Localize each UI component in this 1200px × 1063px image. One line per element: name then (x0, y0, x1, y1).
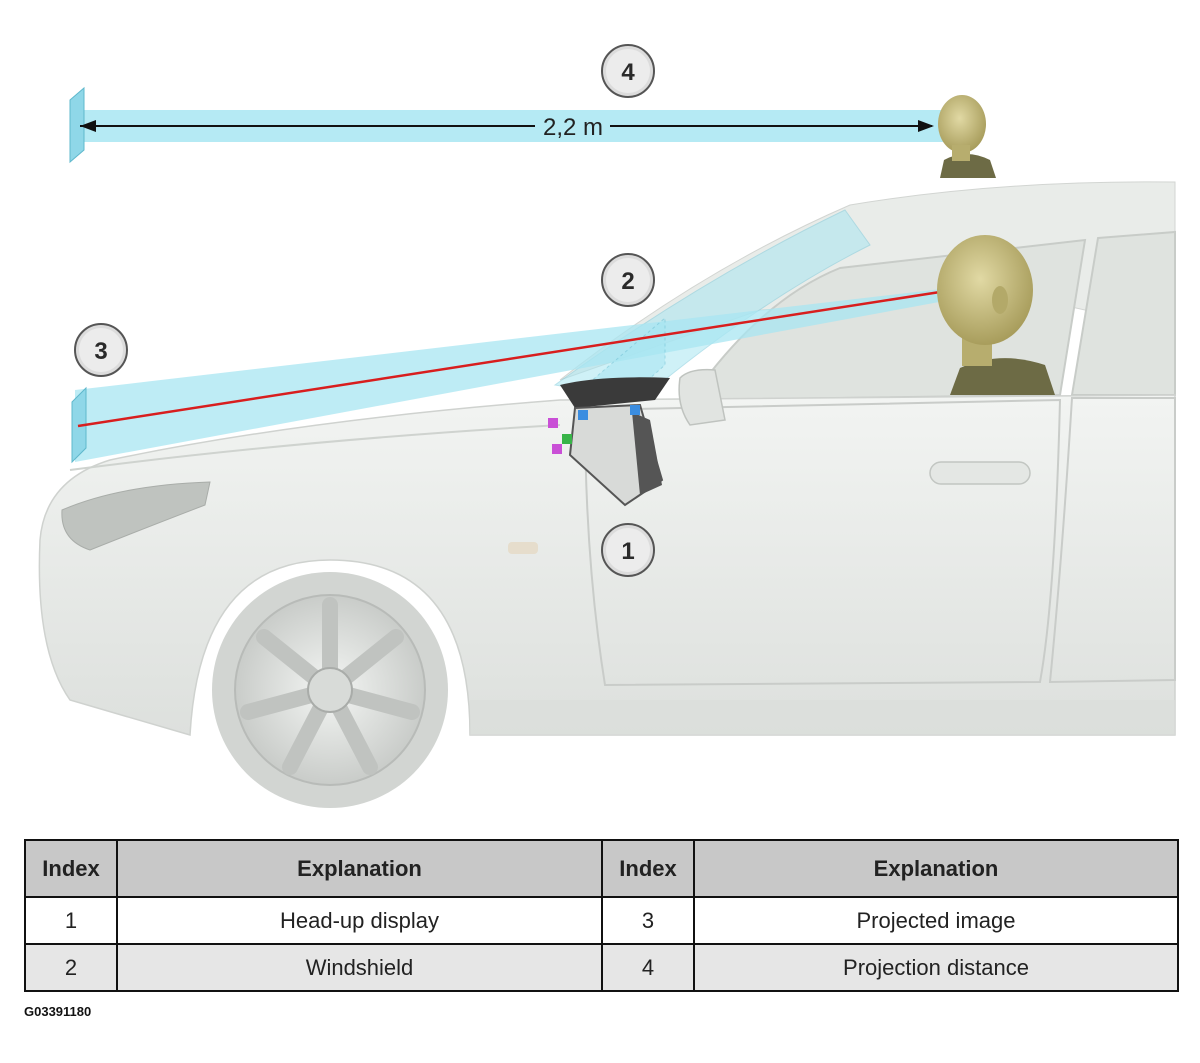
virtual-image-plane-top (69, 86, 85, 164)
legend-header-index-1: Index (24, 839, 118, 898)
head-up-display-unit (548, 377, 670, 507)
table-row: 2 Windshield 4 Projection distance (24, 943, 1179, 992)
legend-explanation-cell: Head-up display (116, 896, 603, 945)
callout-3: 3 (74, 323, 128, 377)
callout-1-label: 1 (621, 538, 634, 565)
legend-index-cell: 4 (601, 943, 695, 992)
car-sill (470, 700, 1175, 735)
front-wheel (212, 572, 448, 808)
arrowhead-right (918, 120, 934, 132)
table-row: 1 Head-up display 3 Projected image (24, 896, 1179, 945)
hood-crease (69, 424, 561, 471)
legend-header-index-2: Index (601, 839, 695, 898)
distance-label: 2,2 m (543, 114, 603, 141)
legend-explanation-cell: Windshield (116, 943, 603, 992)
legend-explanation-cell: Projection distance (693, 943, 1179, 992)
legend-index-cell: 1 (24, 896, 118, 945)
legend-explanation-cell: Projected image (693, 896, 1179, 945)
arrowhead-left (80, 120, 96, 132)
distance-illustration: 2,2 m (69, 86, 996, 178)
projection-beam (75, 288, 950, 462)
door-handle (929, 461, 1031, 485)
driver-figure (937, 235, 1055, 395)
legend-header-row: Index Explanation Index Explanation (24, 839, 1179, 898)
legend-index-cell: 2 (24, 943, 118, 992)
viewer-head-top (938, 95, 996, 178)
hud-projection-diagram: 2,2 m (38, 44, 1176, 808)
figure-id: G03391180 (24, 1004, 92, 1019)
callout-1: 1 (601, 523, 655, 577)
side-indicator (508, 542, 538, 554)
callout-4: 4 (601, 44, 655, 98)
front-door-outline (583, 398, 1062, 687)
callout-2-label: 2 (621, 268, 634, 295)
callout-2: 2 (601, 253, 655, 307)
callout-3-label: 3 (94, 338, 107, 365)
side-mirror (678, 368, 726, 426)
legend-table: Index Explanation Index Explanation 1 He… (24, 839, 1179, 992)
legend-header-explanation-1: Explanation (116, 839, 603, 898)
line-of-sight (77, 290, 941, 428)
headlight (61, 481, 211, 551)
legend-index-cell: 3 (601, 896, 695, 945)
callout-4-label: 4 (621, 59, 635, 86)
legend-header-explanation-2: Explanation (693, 839, 1179, 898)
rear-door-outline (1048, 397, 1176, 684)
